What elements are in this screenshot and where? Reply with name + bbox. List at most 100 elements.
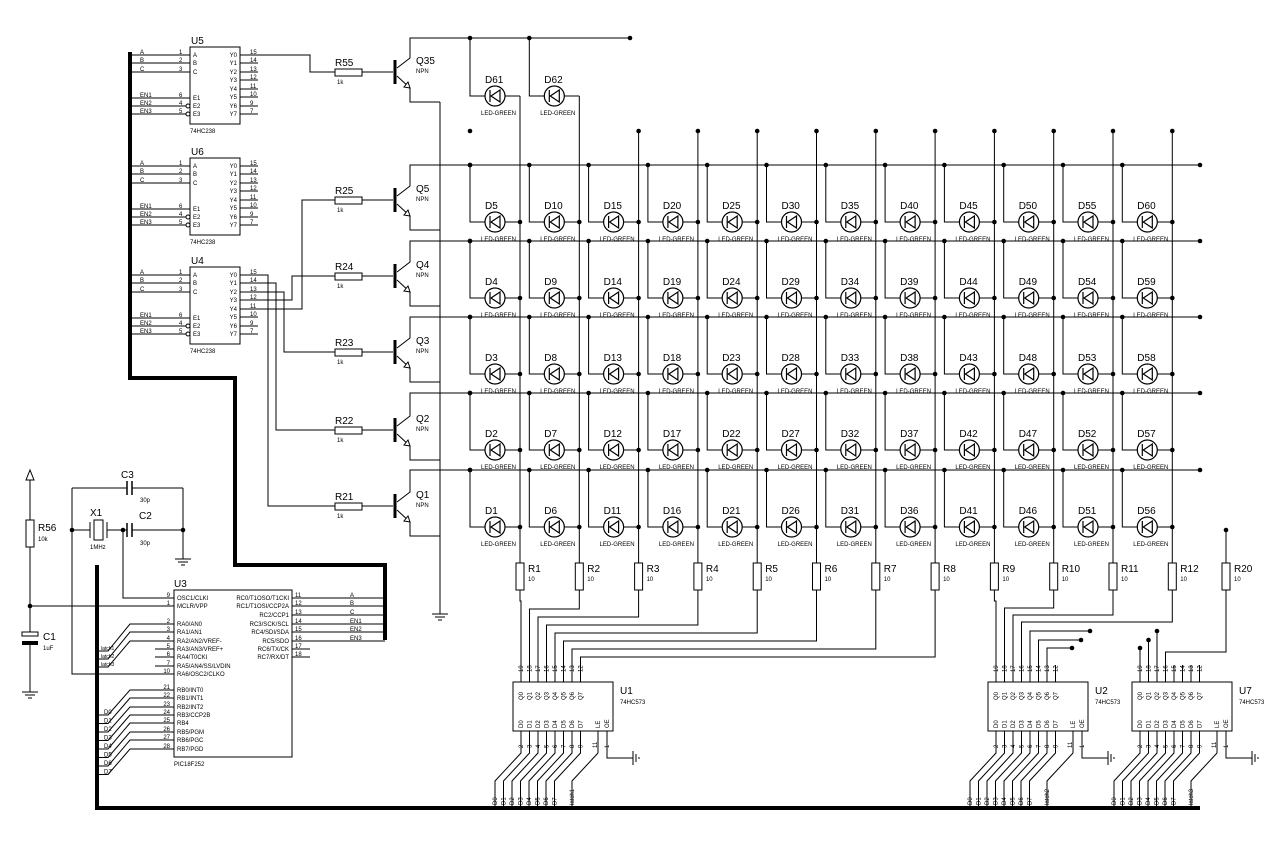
resistor-value: 1k [337,360,344,366]
led-part-label: LED-GREEN [481,465,516,471]
resistor-ref: R4 [706,564,719,575]
led-part-label: LED-GREEN [955,542,990,548]
led-triangle [786,442,798,458]
pin-number: 3 [167,627,171,633]
inverter-bubble [185,222,191,228]
junction-dot [577,295,582,301]
pin-number: 28 [163,744,170,750]
led-part-label: LED-GREEN [540,389,575,395]
led-triangle [549,290,560,306]
junction-dot [873,128,879,134]
led-anode-wire [1121,317,1138,375]
junction-dot [1197,238,1203,244]
led-D61 [484,85,506,107]
pin-number: 4 [1011,744,1017,748]
junction-dot [636,524,641,530]
led-anode-wire [469,165,485,223]
junction-dot [873,295,879,301]
wire [122,530,155,599]
net-label: B [350,601,354,607]
led-label: D2 [485,429,498,440]
led-D59 [1136,287,1158,309]
pin-name: E3 [193,112,201,118]
junction-dot [932,128,938,134]
pin-name: Y1 [230,172,238,178]
transistor-ref: Q1 [416,490,430,501]
led-D24 [721,287,743,309]
junction-dot [1146,637,1151,643]
wire [97,731,155,758]
net-label: EN1 [140,93,152,99]
pin-number: 15 [1028,665,1034,672]
pin-name: Q5 [1037,691,1043,700]
net-label: D7 [553,797,559,805]
latch-enable-line [571,752,599,808]
pin-number: 3 [1003,744,1009,748]
led-D2 [484,439,506,461]
pin-name: B [193,172,197,178]
led-anode-wire [1003,470,1019,528]
wire [554,590,758,674]
led-triangle [1142,519,1153,535]
resistor-value: 1k [337,80,344,86]
led-D27 [780,439,803,461]
led-label: D57 [1137,429,1156,440]
pin-name: Y3 [230,78,238,84]
pin-number: 2 [1138,744,1144,748]
pin-number: 11 [250,195,257,201]
pin-name: Y7 [230,223,238,229]
resistor-ref: R24 [335,262,354,273]
net-label: D0 [968,797,974,805]
led-triangle [1082,366,1094,382]
pin-number: 11 [1068,741,1074,748]
resistor-value: 10 [1062,577,1069,583]
junction-dot [695,295,701,301]
pin-number: 11 [593,741,599,748]
led-D45 [958,211,981,233]
resistor-ref: R55 [335,58,354,69]
led-label: D33 [841,353,860,364]
pin-number: 10 [163,669,170,675]
net-label: D1 [977,797,983,805]
pin-name: B [193,281,197,287]
pin-name: Q2 [536,691,542,700]
led-D57 [1136,439,1158,461]
junction-dot [1110,447,1116,453]
net-label: EN2 [140,212,152,218]
pin-name: RA1/AN1 [177,630,203,636]
led-part-label: LED-GREEN [778,313,813,319]
junction-dot [932,447,938,453]
resistor-ref: R2 [587,564,600,575]
resistor-ref: R9 [1002,564,1015,575]
led-part-label: LED-GREEN [1015,389,1050,395]
pin-name: D1 [528,720,534,728]
wire [258,274,335,507]
led-label: D24 [722,277,741,288]
led-part-label: LED-GREEN [659,465,694,471]
pin-name: RC4/SDI/SDA [251,630,289,636]
net-label: D7 [104,770,112,776]
pin-number: 19 [1138,665,1144,672]
led-anode-wire [647,241,663,299]
led-label: D61 [485,75,504,86]
led-D49 [1018,287,1040,309]
junction-dot [992,447,997,453]
pin-number: 3 [179,178,183,184]
chip-part: 74HC238 [190,240,216,246]
wire [1165,590,1227,674]
wire [1038,639,1081,674]
pin-name: D2 [1155,720,1161,728]
pin-name: RC5/SDO [262,639,289,645]
pin-name: D4 [553,720,559,728]
pin-name: D4 [1172,720,1178,728]
data-line [1122,731,1149,808]
junction-dot [1197,314,1203,320]
led-triangle [1142,366,1153,382]
pin-name: A [193,53,197,59]
pin-number: 11 [250,304,257,310]
pin-number: 2 [167,619,171,625]
led-D6 [543,516,565,538]
data-line [1156,731,1183,808]
transistor-ref: Q2 [416,414,430,425]
